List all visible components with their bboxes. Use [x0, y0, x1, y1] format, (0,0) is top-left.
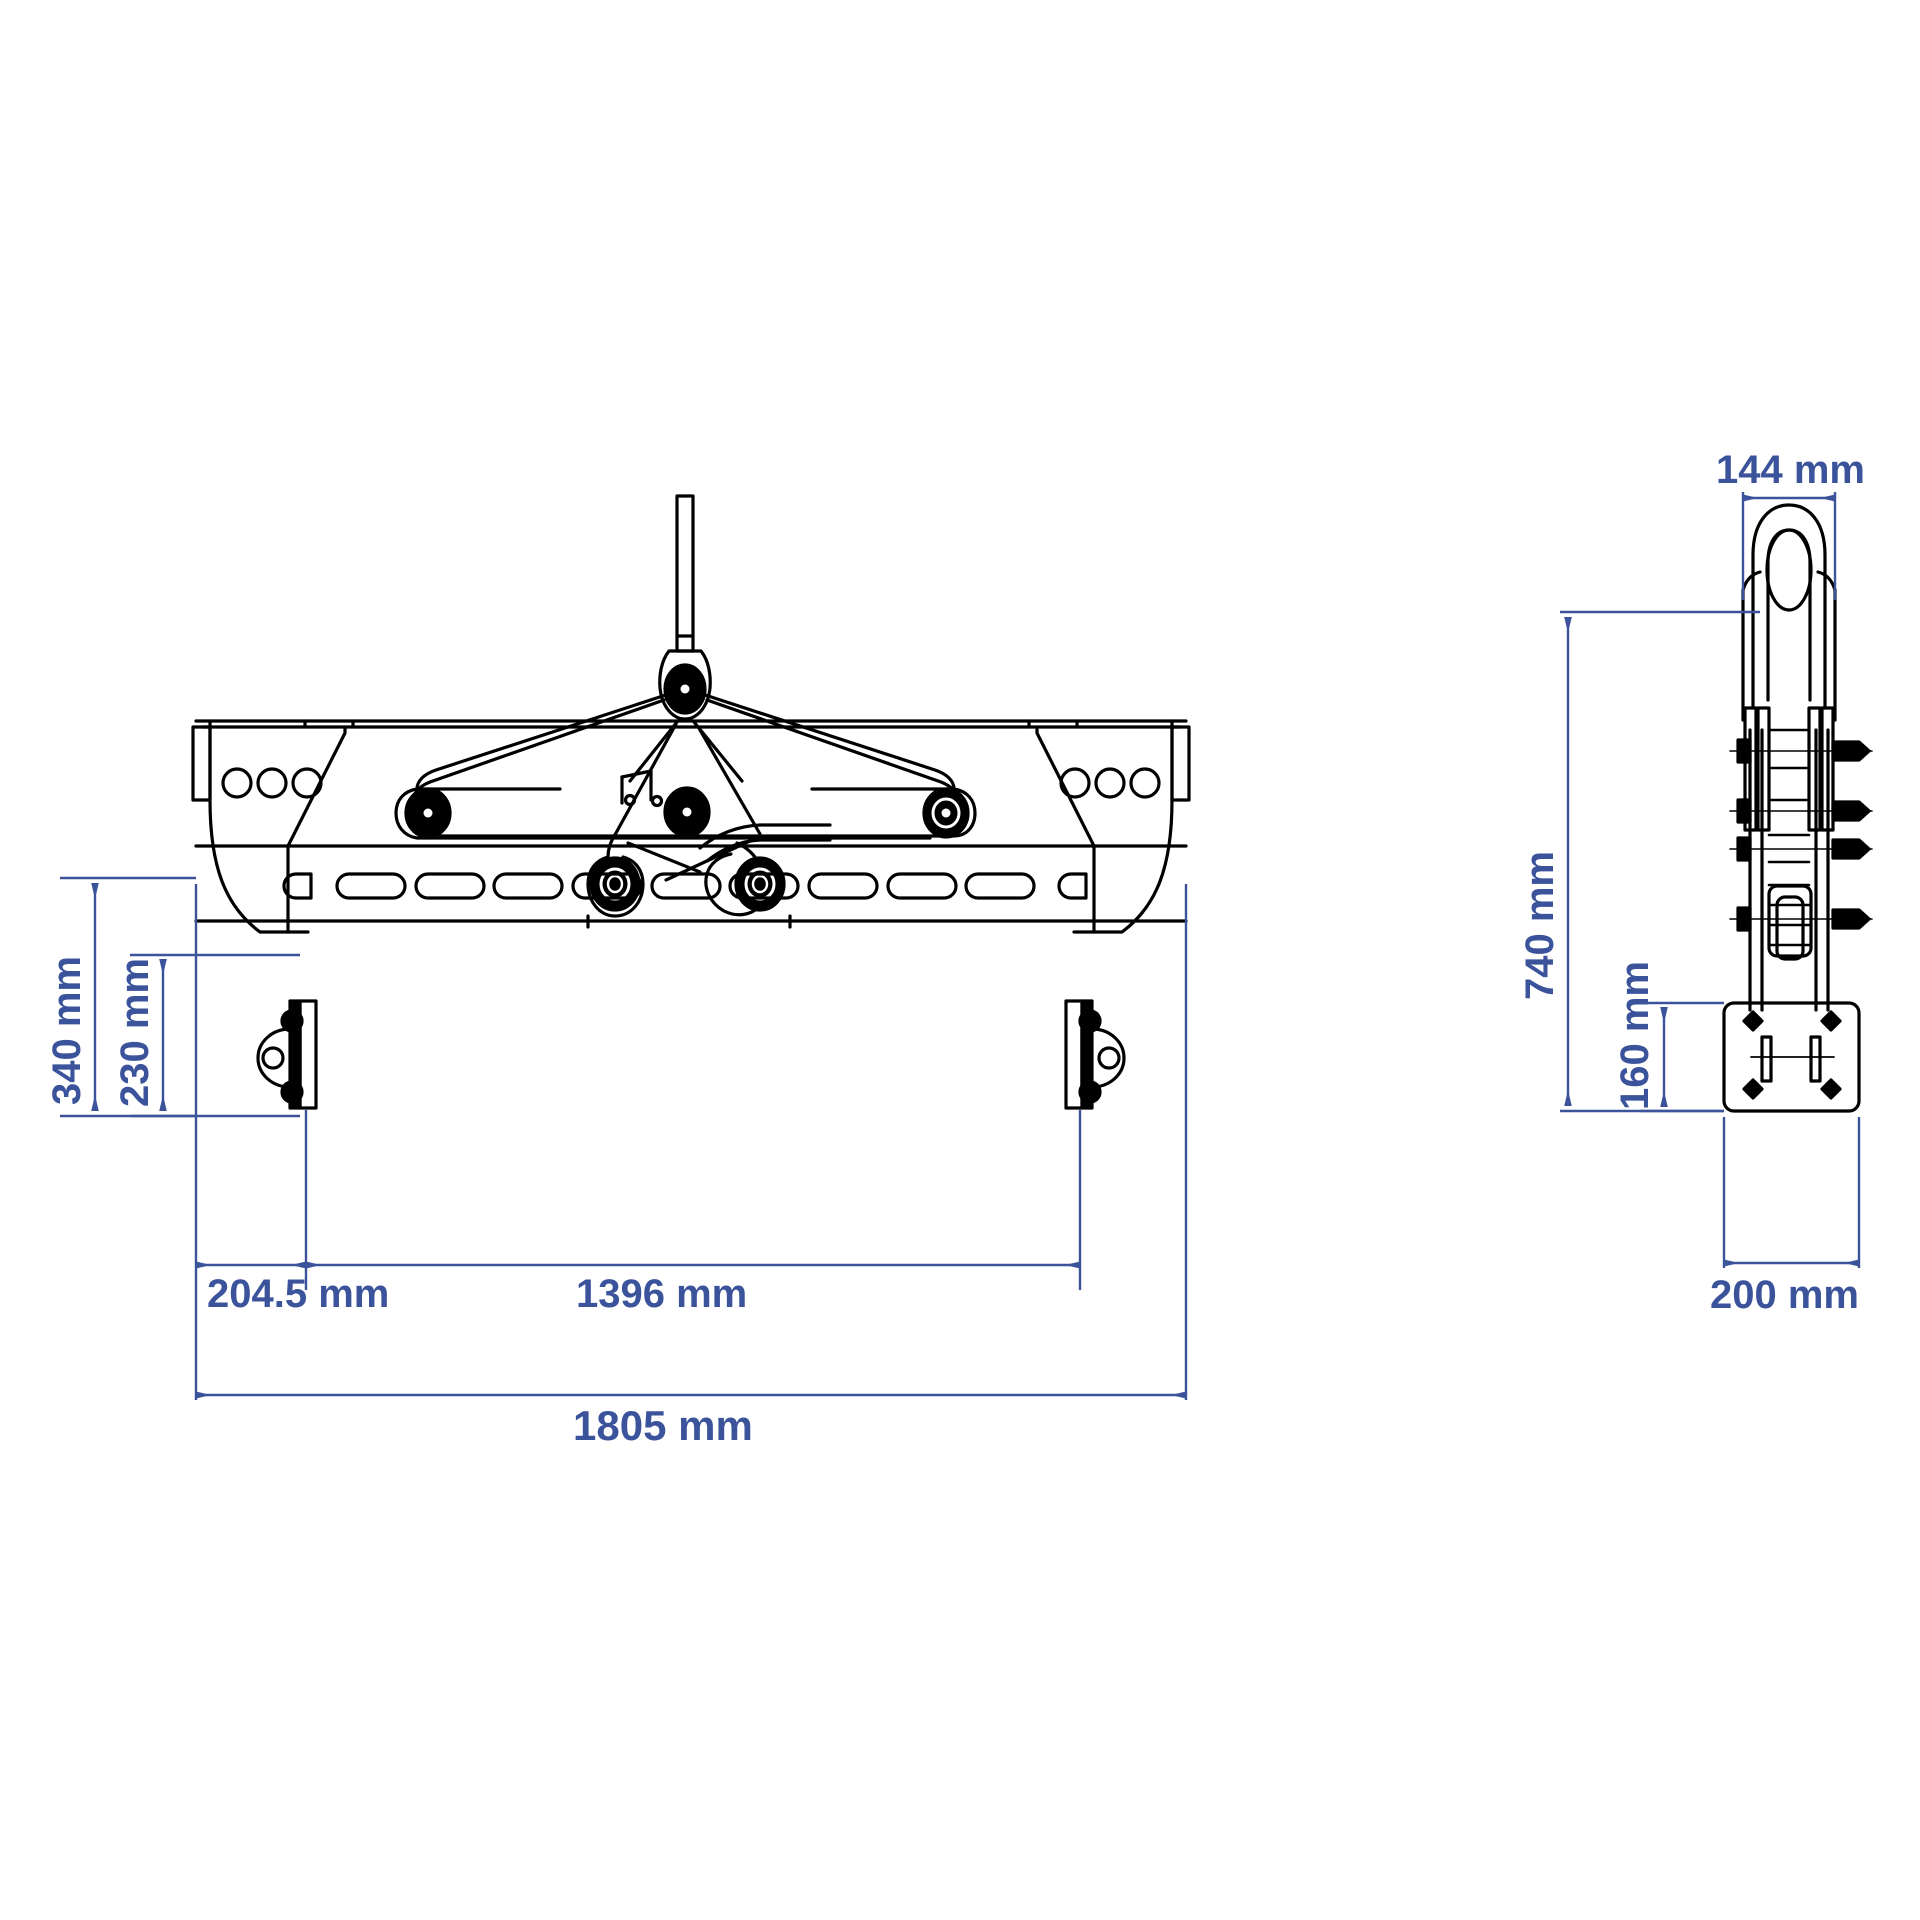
- beam-slot: [807, 872, 879, 900]
- dim-label-230: 230 mm: [113, 958, 157, 1107]
- beam-half-slot: [1057, 872, 1088, 900]
- dim-label-1396: 1396 mm: [576, 1272, 748, 1316]
- shackle-eye: [1751, 503, 1827, 710]
- beam-slot: [414, 872, 486, 900]
- side-bolt-group: [1831, 740, 1871, 930]
- dim-label-200: 200 mm: [1710, 1273, 1859, 1317]
- lifting-shank-icon: [675, 494, 695, 653]
- dim-label-160: 160 mm: [1613, 961, 1657, 1110]
- beam-slot: [492, 872, 564, 900]
- beam-slot: [728, 872, 800, 900]
- end-hole: [256, 767, 288, 799]
- dim-label-1805: 1805 mm: [573, 1402, 753, 1449]
- main-beam: [194, 719, 1188, 929]
- beam-slot: [650, 872, 722, 900]
- end-hole: [1059, 767, 1091, 799]
- reference-hole: [650, 794, 664, 808]
- side-bottom-clevis: [1767, 884, 1813, 961]
- side-view-geometry: [1722, 503, 1873, 1113]
- side-rails: [1748, 728, 1830, 1012]
- side-body-frame: [1741, 570, 1837, 722]
- beam-half-slot: [282, 872, 313, 900]
- dim-label-340: 340 mm: [45, 956, 89, 1105]
- base-bolt: [1742, 1078, 1764, 1100]
- front-view-dimensions: [60, 876, 1188, 1400]
- beam-slot-group: [282, 872, 1088, 900]
- left-end-assembly: [191, 719, 355, 1110]
- beam-slot: [964, 872, 1036, 900]
- top-link-bar: [394, 787, 977, 840]
- lower-left-pivot: [589, 856, 641, 912]
- right-end-assembly: [1027, 719, 1191, 1110]
- right-pivot-boss: [922, 787, 970, 839]
- left-pivot-boss: [404, 787, 452, 839]
- centre-link-boss: [663, 786, 711, 838]
- base-bolt: [1820, 1078, 1842, 1100]
- front-view-geometry: [191, 494, 1191, 1110]
- dim-label-204-5: 204.5 mm: [207, 1272, 390, 1316]
- central-pivot-eye: [658, 649, 712, 721]
- end-hole: [1129, 767, 1161, 799]
- side-view-dimensions: [1560, 492, 1861, 1268]
- end-hole: [1094, 767, 1126, 799]
- dim-label-740: 740 mm: [1518, 851, 1562, 1000]
- side-bolt-centerlines: [1729, 750, 1873, 920]
- side-base-plate: [1722, 1001, 1861, 1113]
- lower-right-pivot: [734, 856, 786, 912]
- base-bolt: [1820, 1010, 1842, 1032]
- end-hole: [221, 767, 253, 799]
- beam-slot: [335, 872, 407, 900]
- base-bolt: [1742, 1010, 1764, 1032]
- dim-label-144: 144 mm: [1716, 448, 1865, 492]
- beam-slot: [571, 872, 643, 900]
- beam-slot: [886, 872, 958, 900]
- end-hole: [291, 767, 323, 799]
